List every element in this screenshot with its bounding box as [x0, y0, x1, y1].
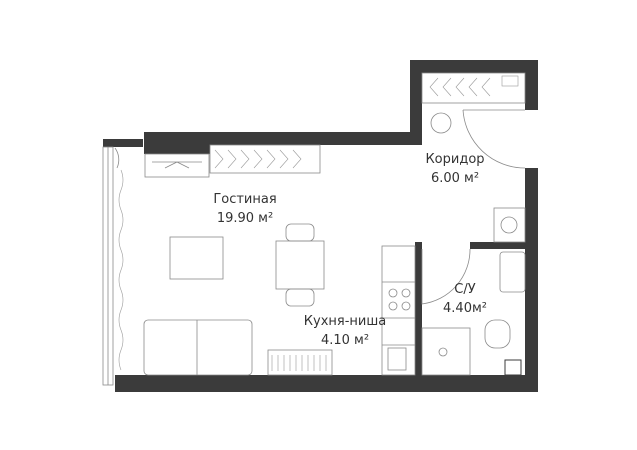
room-label-bathroom: С/У 4.40м² — [425, 280, 505, 318]
room-area: 6.00 м² — [430, 171, 480, 186]
walls — [103, 60, 538, 392]
room-label-corridor: Коридор 6.00 м² — [400, 150, 510, 188]
room-area: 19.90 м² — [216, 211, 274, 226]
room-area: 4.40м² — [443, 301, 487, 316]
room-label-living: Гостиная 19.90 м² — [190, 190, 300, 228]
room-name: Гостиная — [213, 192, 277, 207]
room-label-kitchen: Кухня-ниша 4.10 м² — [290, 312, 400, 350]
furniture — [143, 72, 526, 376]
room-name: Коридор — [425, 152, 485, 167]
room-name: Кухня-ниша — [303, 314, 387, 329]
room-name: С/У — [454, 282, 476, 297]
window — [102, 146, 124, 386]
room-area: 4.10 м² — [320, 333, 370, 348]
